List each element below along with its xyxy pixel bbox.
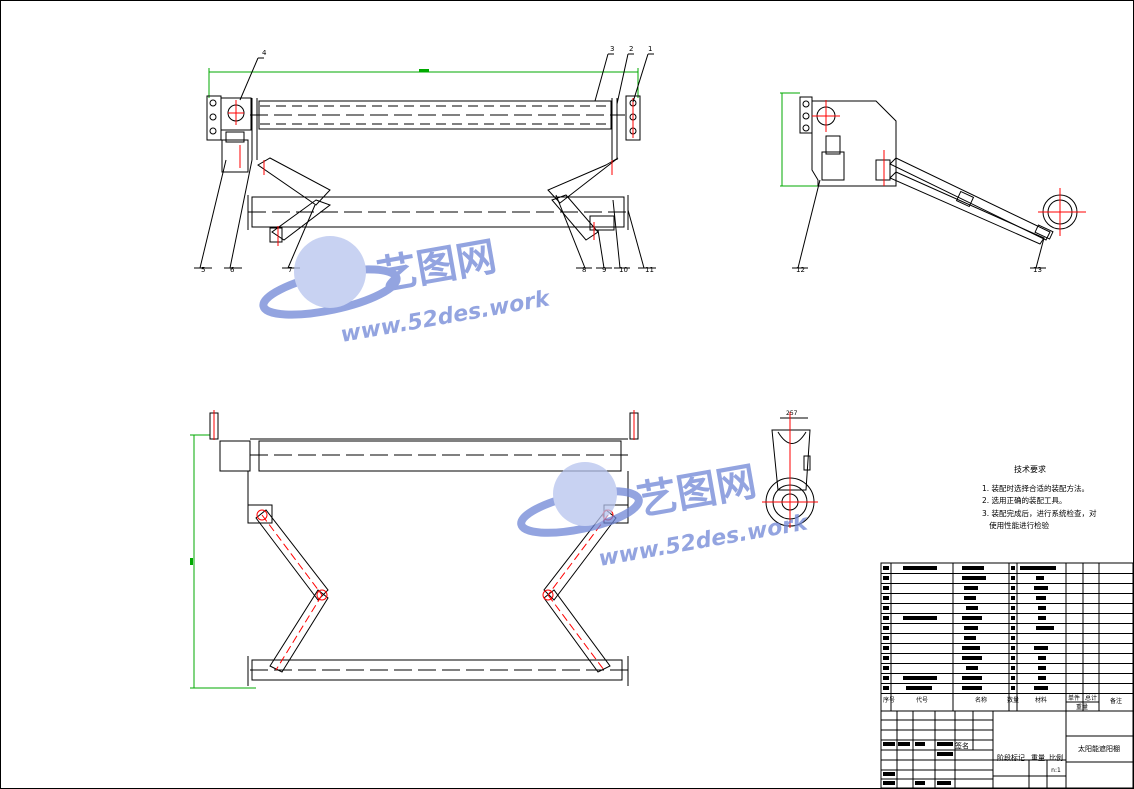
callout-8: 8 [582,266,586,274]
callout-2: 2 [629,45,633,53]
callout-4: 4 [262,49,267,57]
globe-icon [553,462,617,526]
parts-list-filler [883,566,1056,690]
watermark-brand: 艺图网 [374,234,500,300]
callout-1: 1 [648,45,652,53]
header-name: 名称 [975,696,987,704]
callout-5: 5 [201,266,205,274]
tech-req-item-1: 1. 装配时选择合适的装配方法。 [982,483,1089,493]
header-remark: 备注 [1110,697,1122,705]
tech-req-title: 技术要求 [1014,464,1046,474]
header-qty: 数量 [1007,696,1019,704]
section-label: 257 [786,410,798,417]
callout-13: 13 [1033,266,1042,274]
scale-label: 比例 [1049,753,1063,762]
parts-list-header: 序号 代号 名称 数量 材料 单件 总计 重量 备注 [883,694,1122,711]
header-unit-weight: 单件 [1068,694,1080,702]
side-callouts: 12 13 [796,266,1042,274]
front-callouts: 4 3 2 1 5 6 7 8 9 10 11 [201,45,654,274]
weight-label: 重量 [1031,754,1045,762]
watermark-1: 艺图网 www.52des.work [259,234,553,348]
watermark-2: 艺图网 www.52des.work [517,459,811,572]
globe-icon [294,236,366,308]
scale-value: n:1 [1051,767,1061,774]
drawing-name: 太阳能遮阳棚 [1078,744,1120,753]
callout-10: 10 [619,266,628,274]
title-block-text: 签名 阶段标记 重量 比例 n:1 太阳能遮阳棚 [955,741,1120,774]
header-material: 材料 [1035,696,1047,704]
header-no: 序号 [883,696,895,704]
callout-7: 7 [288,266,292,274]
callout-3: 3 [610,45,614,53]
signature-label: 签名 [955,741,969,750]
front-view [194,53,656,269]
callout-6: 6 [230,266,235,274]
tech-req-item-2: 2. 选用正确的装配工具。 [982,495,1067,505]
watermark-url-2: www.52des.work [597,510,811,572]
tech-req-item-3: 3. 装配完成后，进行系统检查，对 [982,508,1097,518]
tech-req-item-4: 使用性能进行检验 [982,520,1050,530]
header-code: 代号 [916,696,928,704]
section-view [762,412,818,528]
technical-requirements: 技术要求 1. 装配时选择合适的装配方法。 2. 选用正确的装配工具。 3. 装… [982,464,1097,530]
title-block-filler [883,742,953,785]
watermark-brand: 艺图网 [634,459,760,525]
header-total-weight: 总计 [1085,694,1097,702]
callout-11: 11 [645,266,654,274]
callout-12: 12 [796,266,805,274]
stage-mark-label: 阶段标记 [997,753,1025,762]
side-view [780,92,1086,269]
callout-9: 9 [602,266,606,274]
header-weight: 重量 [1076,703,1088,711]
top-view [190,410,639,689]
title-block [880,710,1134,789]
